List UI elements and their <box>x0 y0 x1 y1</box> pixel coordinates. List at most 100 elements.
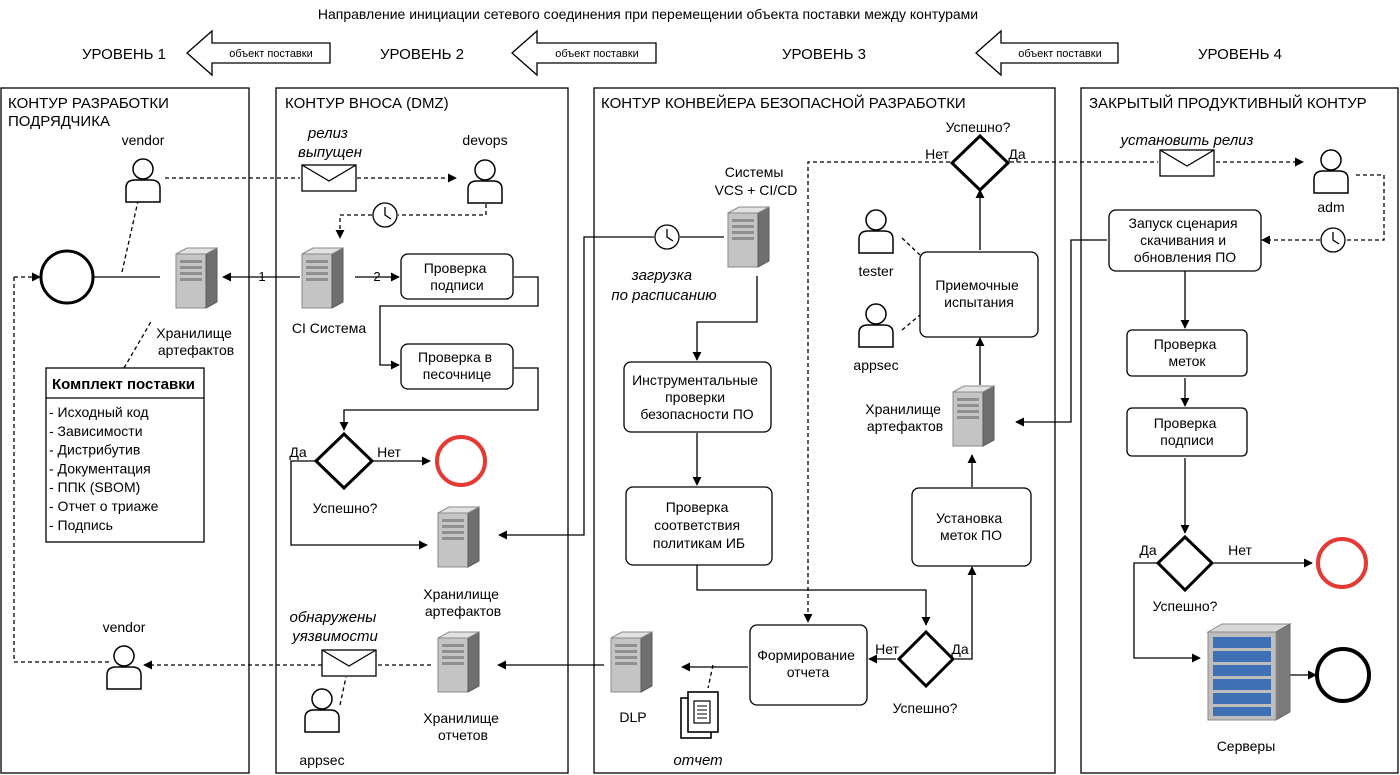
c4-no-label: Нет <box>1228 542 1252 558</box>
vendor-person-bottom <box>106 645 142 690</box>
contour-4-frame <box>1080 87 1399 774</box>
dmz-no-label: Нет <box>377 444 401 460</box>
vulnerabilities-envelope-icon <box>321 649 377 677</box>
contour-1-title: КОНТУР РАЗРАБОТКИ ПОДРЯДЧИКА <box>8 95 173 130</box>
delivery-kit-list: - Исходный код - Зависимости - Дистрибут… <box>49 404 162 533</box>
level-arrow-label: объект поставки <box>229 48 312 60</box>
contour-4-title: ЗАКРЫТЫЙ ПРОДУКТИВНЫЙ КОНТУР <box>1089 94 1367 112</box>
launch-update-task: Запуск сценария скачивания и обновления … <box>1108 209 1262 272</box>
dlp-label: DLP <box>619 709 646 725</box>
svg-text:Инструментальные проверк: Инструментальные проверки безопасности П… <box>632 372 762 422</box>
policy-check-task: Проверка соответствия политикам ИБ <box>625 486 773 566</box>
adm-clock-icon <box>1320 227 1346 253</box>
level-4-label: УРОВЕНЬ 4 <box>1198 46 1282 63</box>
vendor-label-top: vendor <box>122 132 165 148</box>
dmz-artifact-storage-label: Хранилище артефактов <box>423 586 503 619</box>
install-envelope-icon <box>1159 149 1215 177</box>
level-2-label: УРОВЕНЬ 2 <box>380 46 464 63</box>
ci-system-label: CI Система <box>292 320 366 336</box>
report-document-icon <box>680 691 719 739</box>
level-arrow-label: объект поставки <box>555 48 638 60</box>
acceptance-success-label: Успешно? <box>946 119 1011 135</box>
svg-text:Проверка в песочнице: Проверка в песочнице <box>418 349 496 382</box>
contour-1-frame <box>0 87 250 774</box>
contour-3-frame <box>593 87 1056 774</box>
check-signature-task: Проверка подписи <box>400 253 514 300</box>
install-release-message-label: установить релиз <box>1120 132 1254 149</box>
level-arrow-2-to-1: объект поставки <box>186 29 331 77</box>
c3-artifact-storage-server <box>952 385 995 447</box>
level-3-label: УРОВЕНЬ 3 <box>782 46 866 63</box>
vendor-person-top <box>125 158 161 203</box>
dmz-yes-label: Да <box>289 444 306 460</box>
report-document-label: отчет <box>673 752 722 769</box>
c3-artifact-storage-label: Хранилище артефактов <box>865 401 945 434</box>
scheduled-download-label: загрузка по расписанию <box>611 267 716 304</box>
report-generation-task: Формирование отчета <box>749 624 868 706</box>
edge-label-1: 1 <box>258 269 265 284</box>
report-storage-label: Хранилище отчетов <box>423 710 503 743</box>
contour-3-title: КОНТУР КОНВЕЙЕРА БЕЗОПАСНОЙ РАЗРАБОТКИ <box>601 94 966 112</box>
dmz-fail-end <box>435 435 487 487</box>
policy-success-label: Успешно? <box>893 700 958 716</box>
dmz-artifact-storage-server <box>437 506 480 568</box>
release-envelope-icon <box>301 164 357 192</box>
policy-no-label: Нет <box>875 641 899 657</box>
set-labels-task: Установка меток ПО <box>911 487 1032 567</box>
c4-success-label: Успешно? <box>1153 598 1218 614</box>
vcs-systems-label: Системы VCS + CI/CD <box>715 164 798 198</box>
dmz-appsec-person <box>304 688 340 733</box>
c4-fail-end <box>1316 537 1368 589</box>
devops-person <box>467 159 503 204</box>
svg-text:Проверка меток: Проверка меток <box>1154 336 1221 369</box>
schedule-clock-icon <box>654 224 680 250</box>
policy-decision-gateway <box>896 629 956 689</box>
sandbox-check-task: Проверка в песочнице <box>400 343 514 390</box>
contour-2-title: КОНТУР ВНОСА (DMZ) <box>285 95 449 112</box>
schedule-clock-icon-dmz <box>372 202 398 228</box>
vcs-systems-server <box>727 206 770 268</box>
svg-text:Запуск сценария скачиван: Запуск сценария скачивания и обновления … <box>1129 215 1242 265</box>
c4-decision-gateway <box>1155 534 1215 593</box>
contour-2-frame <box>275 87 569 774</box>
c4-end-event <box>1315 647 1371 703</box>
level-arrow-label: объект поставки <box>1018 48 1101 60</box>
servers-label: Серверы <box>1217 738 1276 754</box>
dmz-decision-gateway <box>313 431 375 491</box>
tester-label: tester <box>858 263 893 279</box>
dlp-server <box>610 631 653 693</box>
acceptance-yes-label: Да <box>1008 146 1025 162</box>
level-1-label: УРОВЕНЬ 1 <box>82 46 166 63</box>
report-storage-server <box>437 631 480 693</box>
vendor-label-bottom: vendor <box>103 619 146 635</box>
level-arrow-3-to-2: объект поставки <box>511 29 657 77</box>
svg-text:Проверка соответствия: Проверка соответствия политикам ИБ <box>653 499 745 551</box>
dmz-appsec-label: appsec <box>299 752 344 768</box>
acceptance-testing-task: Приемочные испытания <box>919 251 1039 338</box>
c1-artifact-storage-label: Хранилище артефактов <box>156 325 236 358</box>
c3-appsec-label: appsec <box>853 357 898 373</box>
c1-artifact-storage-server <box>175 247 218 309</box>
security-tools-task: Инструментальные проверки безопасности П… <box>623 361 772 433</box>
check-labels-task: Проверка меток <box>1126 329 1248 377</box>
svg-text:Установка меток ПО: Установка меток ПО <box>936 510 1006 543</box>
delivery-kit-box: Комплект поставки - Исходный код - Завис… <box>45 367 205 543</box>
svg-text:Проверка подписи: Проверка подписи <box>1154 415 1221 448</box>
acceptance-decision-gateway <box>949 133 1011 193</box>
delivery-kit-title: Комплект поставки <box>52 376 195 393</box>
devops-label: devops <box>462 132 507 148</box>
ci-system-server <box>301 247 344 309</box>
connectors <box>13 157 1385 706</box>
dmz-success-label: Успешно? <box>313 500 378 516</box>
diagram-title: Направление инициации сетевого соединени… <box>318 6 978 22</box>
servers-rack-icon <box>1206 623 1292 721</box>
svg-text:Приемочные испытания: Приемочные испытания <box>935 277 1022 310</box>
c4-check-signature-task: Проверка подписи <box>1126 407 1248 457</box>
svg-text:Проверка подписи: Проверка подписи <box>424 260 491 293</box>
acceptance-no-label: Нет <box>925 146 949 162</box>
policy-yes-label: Да <box>951 641 968 657</box>
adm-label: adm <box>1317 199 1344 215</box>
svg-text:Формирование отчета: Формирование отчета <box>757 647 859 680</box>
start-event <box>39 249 95 305</box>
